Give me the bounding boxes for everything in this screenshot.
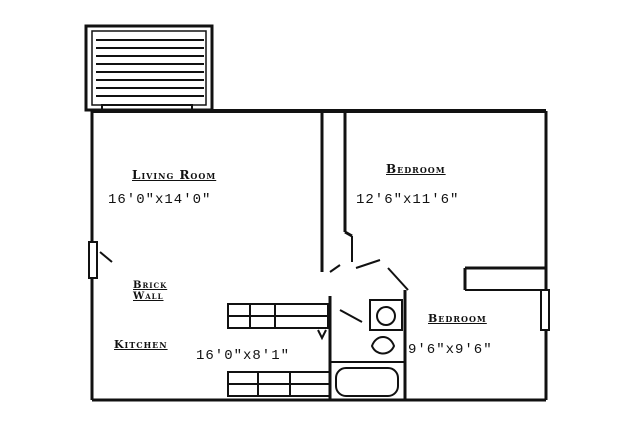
interior-walls <box>99 111 546 400</box>
bathroom-fixtures <box>330 299 405 397</box>
bedroom-2-size: 9'6"x9'6" <box>408 342 493 358</box>
living-room-size: 16'0"x14'0" <box>108 192 212 208</box>
kitchen-size: 16'0"x8'1" <box>196 348 291 364</box>
bedroom-1-size: 12'6"x11'6" <box>356 192 460 208</box>
brick-wall-label: Brick Wall <box>133 280 168 302</box>
bedroom-1-label: Bedroom <box>386 162 446 176</box>
kitchen-label: Kitchen <box>114 338 168 351</box>
living-room-label: Living Room <box>132 168 217 182</box>
deck <box>84 24 214 113</box>
kitchen-cabinets <box>227 303 331 397</box>
exterior-walls <box>88 109 550 402</box>
bedroom-2-label: Bedroom <box>428 312 487 325</box>
